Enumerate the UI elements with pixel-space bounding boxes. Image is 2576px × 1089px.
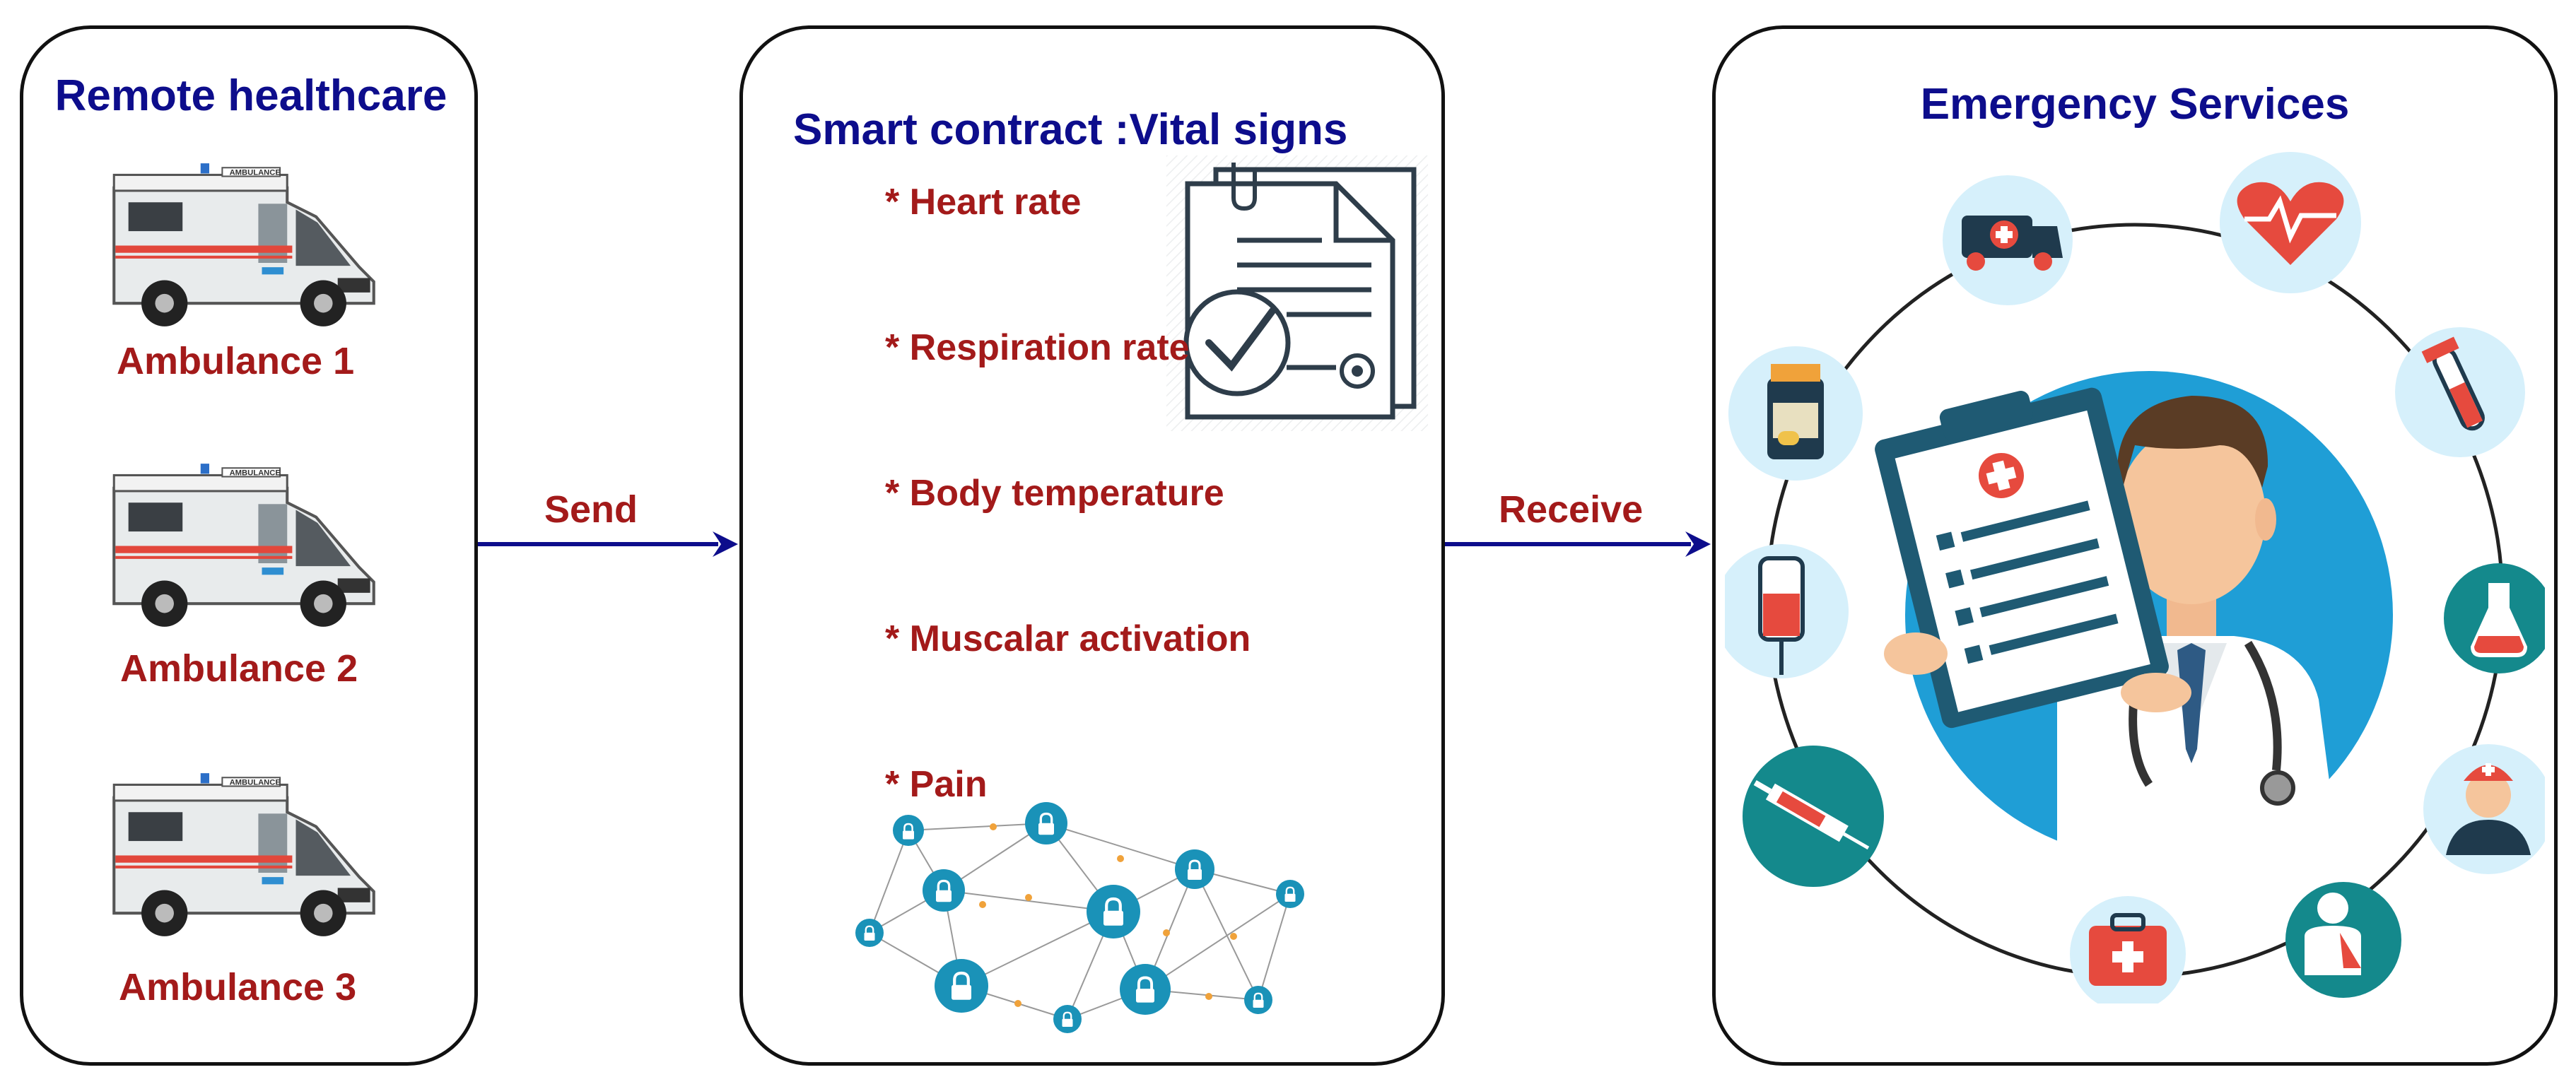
ambulance-icon: [1943, 175, 2073, 305]
vital-sign-body-temperature: * Body temperature: [885, 473, 1224, 514]
ambulance-1-label: Ambulance 1: [117, 340, 355, 382]
iv-drip-icon: [1725, 544, 1849, 678]
vital-sign-muscular-activation: * Muscalar activation: [885, 618, 1251, 659]
flask-icon: [2444, 563, 2545, 673]
nurse-icon: [2423, 744, 2545, 874]
smart-contract-title: Smart contract :Vital signs: [793, 105, 1348, 154]
smart-contract-panel: [739, 25, 1445, 1066]
remote-healthcare-title: Remote healthcare: [54, 71, 447, 120]
ambulance-2-image: AMBULANCE: [106, 459, 382, 632]
patient-icon: [2285, 882, 2401, 998]
blockchain-network-graphic: [841, 791, 1322, 1053]
syringe-icon: [1743, 746, 1884, 887]
vital-sign-heart-rate: * Heart rate: [885, 182, 1082, 223]
first-aid-kit-icon: [2070, 896, 2186, 1003]
emergency-services-illustration: [1725, 148, 2545, 1003]
blood-test-tube-icon: [2395, 327, 2525, 457]
vital-sign-respiration-rate: * Respiration rate: [885, 327, 1190, 368]
vital-sign-pain: * Pain: [885, 764, 988, 805]
emergency-services-title: Emergency Services: [1920, 80, 2350, 129]
ambulance-3-vehicle-text: AMBULANCE: [230, 778, 281, 787]
receive-arrow: [1445, 531, 1711, 557]
ambulance-3-image: AMBULANCE: [106, 769, 382, 942]
ambulance-1-vehicle-text: AMBULANCE: [230, 168, 281, 177]
send-label: Send: [544, 488, 638, 531]
contract-document-icon: [1166, 155, 1428, 431]
receive-label: Receive: [1499, 488, 1644, 531]
ambulance-3-label: Ambulance 3: [119, 966, 357, 1008]
medicine-bottle-icon: [1728, 346, 1863, 481]
ambulance-1-image: AMBULANCE: [106, 159, 382, 332]
ambulance-2-vehicle-text: AMBULANCE: [230, 469, 281, 477]
ambulance-2-label: Ambulance 2: [120, 647, 358, 690]
heart-rate-icon: [2220, 152, 2361, 293]
send-arrow: [478, 531, 738, 557]
